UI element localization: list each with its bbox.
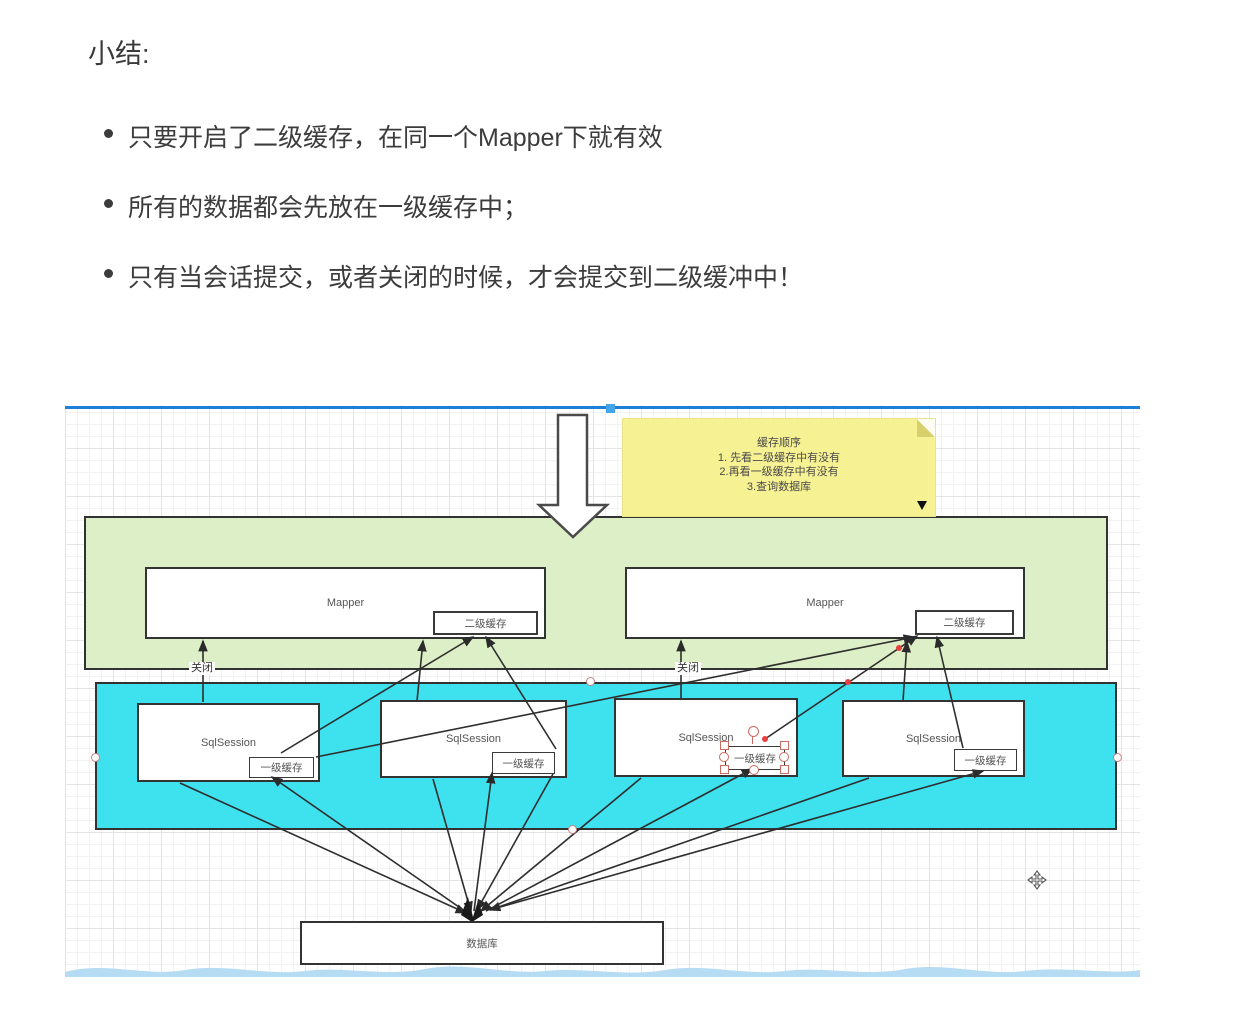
database-box[interactable]: 数据库 — [300, 921, 664, 965]
first-level-cache-box-4[interactable]: 一级缓存 — [954, 749, 1017, 771]
second-level-cache-label: 二级缓存 — [464, 617, 507, 630]
bullet-dot-icon — [104, 199, 113, 208]
diagram-canvas[interactable]: 缓存顺序 1. 先看二级缓存中有没有 2.再看一级缓存中有没有 3.查询数据库 … — [65, 404, 1140, 977]
edge-label-close-right[interactable]: 关闭 — [675, 662, 701, 675]
connection-point[interactable] — [586, 677, 595, 686]
selected-edge-blue-line[interactable] — [65, 406, 1140, 409]
bullet-dot-icon — [104, 129, 113, 138]
resize-handle-w[interactable] — [719, 752, 729, 762]
sticky-note-line: 2.再看一级缓存中有没有 — [719, 466, 839, 478]
connection-point[interactable] — [568, 825, 577, 834]
sqlsession-box-3[interactable]: SqlSession 一级缓存 — [614, 698, 798, 777]
rotation-handle[interactable] — [748, 726, 759, 737]
sqlsession-box-4[interactable]: SqlSession 一级缓存 — [842, 700, 1025, 777]
summary-bullet: 所有的数据都会先放在一级缓存中； — [104, 188, 803, 224]
wave-border — [65, 966, 1140, 977]
first-level-cache-box-2[interactable]: 一级缓存 — [492, 752, 555, 774]
first-level-cache-label: 一级缓存 — [964, 754, 1007, 767]
sticky-note-line: 1. 先看二级缓存中有没有 — [717, 451, 841, 464]
sticky-note[interactable]: 缓存顺序 1. 先看二级缓存中有没有 2.再看一级缓存中有没有 3.查询数据库 — [622, 418, 936, 517]
connection-point[interactable] — [1113, 753, 1122, 762]
sticky-note-line: 3.查询数据库 — [746, 480, 812, 493]
connector-endpoint-dot[interactable] — [845, 679, 851, 685]
sqlsession-label: SqlSession — [445, 733, 502, 745]
resize-handle-s[interactable] — [749, 765, 759, 775]
mapper-box-2[interactable]: Mapper 二级缓存 — [625, 567, 1025, 639]
summary-bullet: 只要开启了二级缓存，在同一个Mapper下就有效 — [104, 118, 803, 154]
first-level-cache-box-1[interactable]: 一级缓存 — [249, 757, 314, 778]
first-level-cache-label: 一级缓存 — [734, 752, 776, 765]
sqlsession-label: SqlSession — [200, 736, 257, 749]
resize-handle-ne[interactable] — [780, 741, 789, 750]
mapper-label: Mapper — [326, 597, 365, 609]
arrowhead-cluster-blob — [461, 897, 483, 922]
connector-endpoint-dot[interactable] — [896, 645, 902, 651]
second-level-cache-box-2[interactable]: 二级缓存 — [915, 610, 1014, 635]
note-collapse-triangle-icon[interactable] — [917, 501, 927, 510]
connection-point[interactable] — [91, 753, 100, 762]
sqlsession-label: SqlSession — [905, 732, 962, 745]
move-cursor-icon — [1027, 870, 1047, 890]
blue-line-handle[interactable] — [606, 404, 615, 413]
resize-handle-e[interactable] — [779, 752, 789, 762]
bullet-text: 只要开启了二级缓存，在同一个Mapper下就有效 — [128, 124, 663, 152]
summary-bullet: 只有当会话提交，或者关闭的时候，才会提交到二级缓冲中！ — [104, 258, 803, 294]
sticky-note-title: 缓存顺序 — [757, 437, 801, 449]
first-level-cache-label: 一级缓存 — [502, 757, 545, 770]
summary-bullet-list: 只要开启了二级缓存，在同一个Mapper下就有效 所有的数据都会先放在一级缓存中… — [104, 118, 803, 328]
bullet-text: 所有的数据都会先放在一级缓存中； — [128, 194, 529, 222]
resize-handle-nw[interactable] — [720, 741, 729, 750]
summary-heading: 小结: — [88, 39, 150, 69]
sqlsession-box-2[interactable]: SqlSession 一级缓存 — [380, 700, 567, 778]
first-level-cache-label: 一级缓存 — [260, 762, 303, 774]
big-down-arrow-shape[interactable] — [533, 411, 673, 543]
connector-endpoint-dot[interactable] — [762, 736, 768, 742]
second-level-cache-box-1[interactable]: 二级缓存 — [433, 611, 538, 635]
mapper-label: Mapper — [806, 597, 844, 609]
note-fold-corner-icon — [917, 419, 935, 437]
resize-handle-sw[interactable] — [720, 765, 729, 774]
bullet-dot-icon — [104, 269, 113, 278]
sqlsession-box-1[interactable]: SqlSession 一级缓存 — [137, 703, 320, 782]
database-label: 数据库 — [466, 937, 498, 950]
bullet-text: 只有当会话提交，或者关闭的时候，才会提交到二级缓冲中！ — [128, 264, 804, 292]
second-level-cache-label: 二级缓存 — [943, 617, 986, 629]
edge-label-close-left[interactable]: 关闭 — [189, 662, 215, 675]
mapper-box-1[interactable]: Mapper 二级缓存 — [145, 567, 546, 639]
resize-handle-se[interactable] — [780, 765, 789, 774]
